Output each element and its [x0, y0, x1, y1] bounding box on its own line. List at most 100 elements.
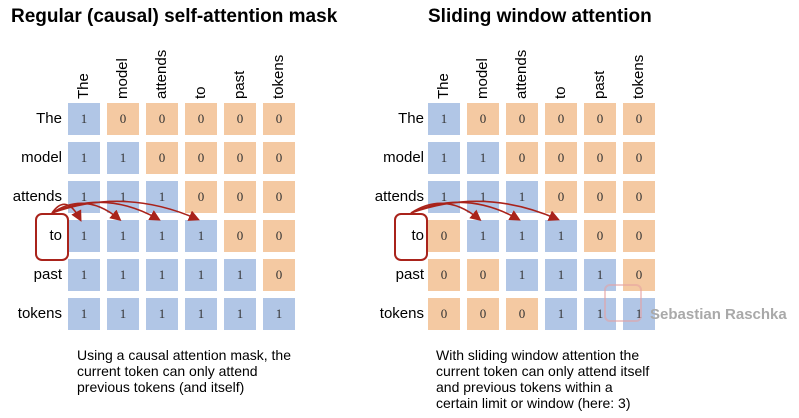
matrix-cell: 1 — [185, 298, 217, 330]
matrix-cell: 1 — [545, 220, 577, 252]
matrix-cell: 0 — [623, 181, 655, 213]
attention-arrow — [410, 200, 560, 221]
matrix-cell: 0 — [263, 259, 295, 291]
matrix-cell: 0 — [185, 103, 217, 135]
matrix-cell: 0 — [146, 103, 178, 135]
matrix-cell: 1 — [107, 298, 139, 330]
attention-arrow — [51, 203, 82, 222]
matrix-cell: 0 — [107, 103, 139, 135]
row-label: model — [383, 149, 424, 166]
matrix-cell: 0 — [263, 220, 295, 252]
matrix-cell: 0 — [146, 142, 178, 174]
row-label: model — [21, 149, 62, 166]
row-label: to — [411, 227, 424, 244]
matrix-cell: 0 — [584, 181, 616, 213]
matrix-cell: 1 — [428, 181, 460, 213]
matrix-cell: 1 — [107, 259, 139, 291]
matrix-cell: 0 — [224, 220, 256, 252]
matrix-cell: 0 — [224, 181, 256, 213]
row-label: past — [395, 266, 424, 283]
matrix-cell: 0 — [224, 103, 256, 135]
right-caption-line: and previous tokens within a — [436, 379, 613, 395]
matrix-cell: 1 — [428, 103, 460, 135]
right-title: Sliding window attention — [428, 6, 652, 27]
row-label: The — [398, 110, 424, 127]
left-caption-line: previous tokens (and itself) — [77, 379, 245, 395]
matrix-cell: 0 — [623, 142, 655, 174]
matrix-cell: 1 — [107, 142, 139, 174]
right-caption-line: With sliding window attention the — [436, 347, 640, 363]
matrix-cell: 1 — [224, 259, 256, 291]
matrix-cell: 1 — [68, 220, 100, 252]
matrix-cell: 1 — [467, 142, 499, 174]
matrix-cell: 0 — [428, 298, 460, 330]
matrix-cell: 1 — [545, 259, 577, 291]
matrix-cell: 0 — [623, 220, 655, 252]
matrix-cell: 0 — [428, 220, 460, 252]
matrix-cell: 1 — [263, 298, 295, 330]
left-caption-line: current token can only attend — [77, 363, 258, 379]
row-label: tokens — [17, 305, 62, 322]
matrix-cell: 0 — [467, 298, 499, 330]
matrix-cell: 1 — [623, 298, 655, 330]
matrix-cell: 0 — [584, 220, 616, 252]
matrix-cell: 0 — [506, 142, 538, 174]
right-caption-line: certain limit or window (here: 3) — [436, 395, 631, 411]
row-label: to — [49, 227, 62, 244]
matrix-cell: 1 — [584, 298, 616, 330]
row-label: attends — [374, 188, 424, 205]
matrix-cell: 0 — [584, 103, 616, 135]
matrix-cell: 1 — [428, 142, 460, 174]
matrix-cell: 0 — [263, 103, 295, 135]
matrix-cell: 1 — [68, 103, 100, 135]
matrix-cell: 1 — [68, 142, 100, 174]
matrix-cell: 1 — [467, 220, 499, 252]
matrix-cell: 1 — [224, 298, 256, 330]
matrix-cell: 1 — [68, 181, 100, 213]
row-label: past — [33, 266, 62, 283]
matrix-cell: 0 — [545, 142, 577, 174]
matrix-cell: 1 — [146, 298, 178, 330]
matrix-cell: 0 — [545, 103, 577, 135]
matrix-cell: 0 — [467, 103, 499, 135]
attention-arrow — [410, 202, 482, 222]
current-token-highlight — [35, 213, 69, 261]
matrix-cell: 1 — [545, 298, 577, 330]
left-caption: Using a causal attention mask, the curre… — [77, 347, 291, 395]
right-caption: With sliding window attention the curren… — [436, 347, 649, 411]
matrix-cell: 0 — [506, 298, 538, 330]
matrix-cell: 0 — [263, 142, 295, 174]
current-token-highlight — [394, 213, 428, 261]
matrix-cell: 0 — [623, 103, 655, 135]
row-label: attends — [12, 188, 62, 205]
matrix-cell: 0 — [185, 142, 217, 174]
matrix-cell: 1 — [185, 220, 217, 252]
left-caption-line: Using a causal attention mask, the — [77, 347, 292, 363]
row-label: The — [36, 110, 62, 127]
matrix-cell: 1 — [107, 220, 139, 252]
watermark-logo-icon — [604, 284, 642, 322]
matrix-cell: 0 — [506, 103, 538, 135]
watermark: Sebastian Raschka — [604, 284, 794, 330]
matrix-cell: 0 — [185, 181, 217, 213]
matrix-cell: 1 — [146, 259, 178, 291]
matrix-cell: 1 — [506, 220, 538, 252]
matrix-cell: 1 — [68, 298, 100, 330]
matrix-cell: 1 — [185, 259, 217, 291]
attention-arrow — [51, 200, 200, 221]
matrix-cell: 0 — [584, 142, 616, 174]
left-title: Regular (causal) self-attention mask — [11, 6, 338, 27]
watermark-text: Sebastian Raschka — [650, 306, 787, 323]
matrix-cell: 0 — [263, 181, 295, 213]
matrix-cell: 1 — [146, 220, 178, 252]
matrix-cell: 1 — [68, 259, 100, 291]
matrix-cell: 0 — [224, 142, 256, 174]
right-caption-line: current token can only attend itself — [436, 363, 650, 379]
matrix-cell: 0 — [467, 259, 499, 291]
matrix-cell: 0 — [428, 259, 460, 291]
matrix-cell: 1 — [506, 259, 538, 291]
